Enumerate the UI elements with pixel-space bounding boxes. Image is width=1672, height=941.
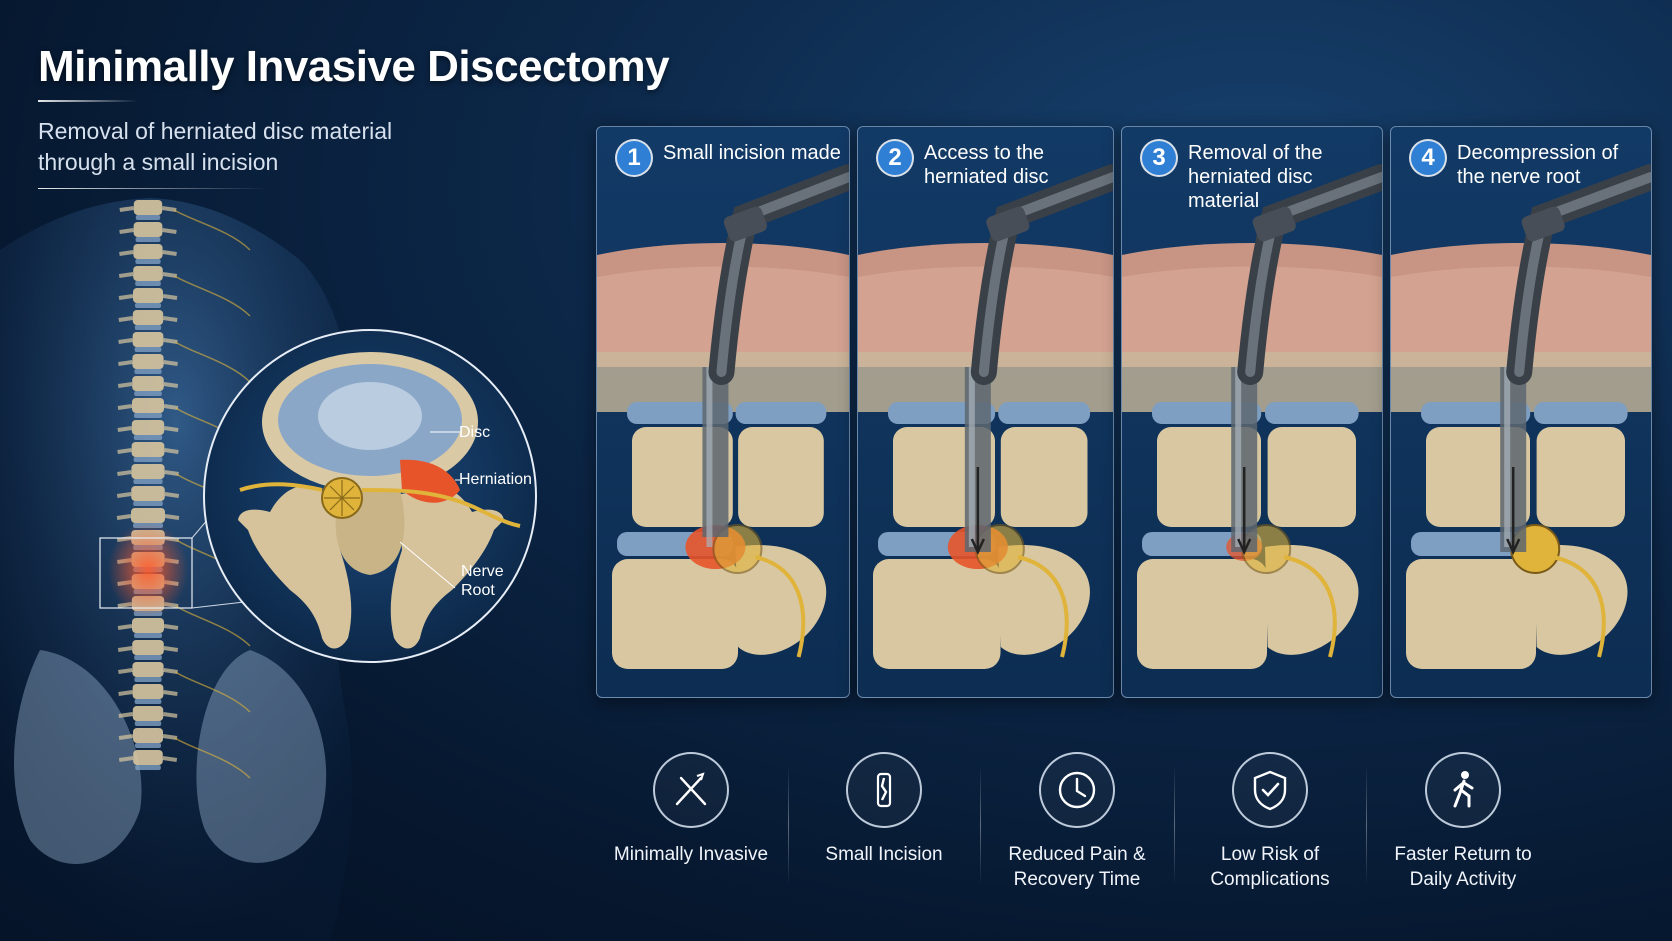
step-number-badge: 1 [617,141,651,175]
step-illustration-3 [1122,164,1382,669]
step-panel-4: 4 Decompression of the nerve root [1390,126,1652,698]
incision-icon [846,752,922,828]
zoom-region-box [99,537,193,609]
callout-disc: Disc [459,424,491,441]
callout-nerve-root: Nerve Root [461,563,504,599]
clock-icon [1039,752,1115,828]
benefit-divider [980,765,981,885]
step-panel-3: 3 Removal of the herniated disc material [1121,126,1383,698]
benefit-label: Reduced Pain & Recovery Time [1008,844,1146,890]
step-description: Small incision made [663,142,841,164]
left-hip-bone [13,650,142,864]
vertebra-left-process [238,486,352,649]
benefit-label: Low Risk of Complications [1210,844,1330,890]
step-illustration-4 [1391,164,1651,669]
title-underline [38,100,138,102]
step-illustration-2 [858,164,1113,669]
walking-person-icon [1425,752,1501,828]
subtitle-underline [38,188,268,189]
spine-anatomy-illustration [0,198,537,941]
benefit-minimally-invasive: Minimally Invasive [601,752,781,867]
step-number-badge: 3 [1142,141,1176,175]
step-panel-2: 2 Access to the herniated disc [857,126,1114,698]
benefit-small-incision: Small Incision [794,752,974,867]
benefit-label: Faster Return to Daily Activity [1394,844,1532,890]
benefit-label: Small Incision [825,844,943,865]
benefit-divider [1174,765,1175,885]
benefit-label: Minimally Invasive [613,844,769,865]
step-description: Access to the herniated disc [924,142,1049,188]
disc-nucleus [318,382,422,450]
step-illustration-1 [597,164,849,669]
benefit-divider [788,765,789,885]
benefit-reduced-pain: Reduced Pain & Recovery Time [987,752,1167,892]
benefit-low-risk: Low Risk of Complications [1180,752,1360,892]
vertebra-right-process [390,486,504,649]
step-number-badge: 4 [1411,141,1445,175]
page-title: Minimally Invasive Discectomy [38,42,670,91]
benefit-divider [1366,765,1367,885]
step-description: Decompression of the nerve root [1457,142,1619,188]
right-nerve-root [361,488,521,528]
step-number-badge: 2 [878,141,912,175]
benefit-faster-return: Faster Return to Daily Activity [1373,752,1553,892]
step-panel-1: 1 Small incision made [596,126,850,698]
page-subtitle: Removal of herniated disc material throu… [38,118,393,175]
callout-herniation: Herniation [459,471,532,488]
right-hip-bone [196,650,327,863]
scalpel-cross-icon [653,752,729,828]
callout-line-nerve-root [399,541,456,589]
step-description: Removal of the herniated disc material [1188,142,1323,212]
herniation-glow [108,522,188,618]
left-nerve [239,482,323,492]
shield-check-icon [1232,752,1308,828]
